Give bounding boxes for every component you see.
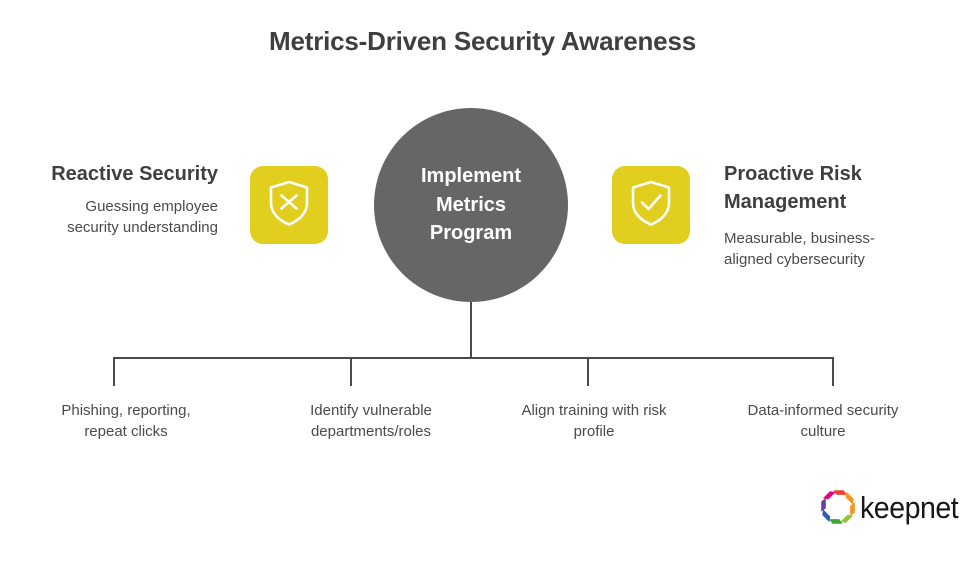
- page-title: Metrics-Driven Security Awareness: [269, 26, 696, 56]
- connector-drop-4: [832, 358, 834, 386]
- center-node: Implement Metrics Program: [374, 108, 568, 302]
- connector-drop-2: [350, 358, 352, 386]
- outcome-item-3: Align training with risk profile: [521, 402, 667, 441]
- connector-drop-3: [587, 358, 589, 386]
- shield-check-icon: [629, 179, 673, 232]
- right-concept-description: Measurable, business- aligned cybersecur…: [724, 230, 875, 269]
- left-concept-description: Guessing employee security understanding: [67, 198, 218, 237]
- keepnet-wordmark: keepnet: [860, 489, 959, 525]
- outcome-item-1: Phishing, reporting, repeat clicks: [61, 402, 191, 441]
- right-concept-heading: Proactive Risk Management: [724, 163, 862, 213]
- proactive-risk-icon-tile: [612, 166, 690, 244]
- left-concept-block: Reactive Security Guessing employee secu…: [0, 160, 218, 239]
- center-node-label: Implement Metrics Program: [420, 165, 522, 245]
- connector-bar: [113, 357, 834, 359]
- outcome-item-2: Identify vulnerable departments/roles: [310, 402, 432, 441]
- connector-drop-1: [113, 358, 115, 386]
- keepnet-logo-mark-icon: [817, 486, 859, 528]
- left-concept-heading: Reactive Security: [51, 163, 218, 185]
- connector-stem: [470, 302, 472, 359]
- outcome-item-4: Data-informed security culture: [747, 402, 899, 441]
- shield-x-icon: [267, 179, 311, 232]
- keepnet-logo: keepnet: [817, 486, 965, 528]
- reactive-security-icon-tile: [250, 166, 328, 244]
- right-concept-block: Proactive Risk Management Measurable, bu…: [724, 160, 954, 271]
